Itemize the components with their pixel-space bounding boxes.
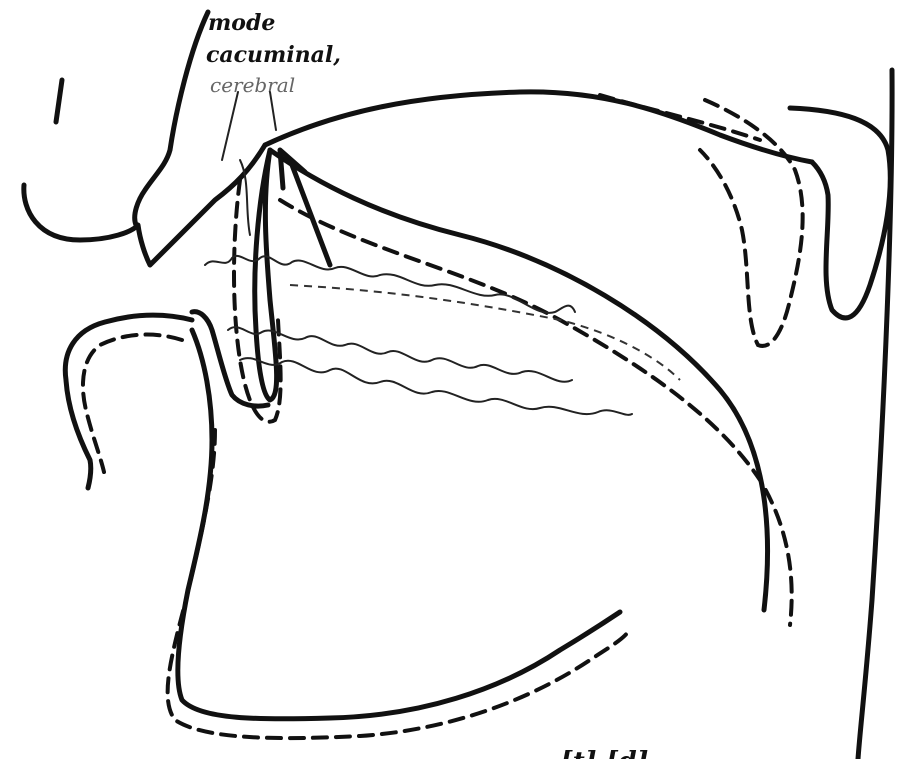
- label-cerebral: cerebral: [210, 73, 295, 97]
- arrow-shaft: [292, 165, 330, 265]
- caption-fragment: [ʈ] [ɖ]: [560, 747, 648, 759]
- label-cacuminal: cacuminal,: [206, 42, 341, 68]
- hatching-lower: [240, 358, 632, 415]
- label-mode: mode: [208, 10, 275, 36]
- pharynx-wall: [858, 70, 892, 759]
- velum-dashed: [700, 100, 803, 346]
- label-pointer-2: [270, 92, 276, 130]
- nose-outline: [135, 12, 208, 225]
- jaw-dashed: [168, 430, 628, 738]
- label-pointer-1: [222, 92, 238, 160]
- lower-lip-dashed: [83, 335, 182, 472]
- palate-solid: [265, 92, 812, 162]
- upper-lip: [24, 145, 265, 265]
- velum-solid: [790, 108, 890, 318]
- tongue-body: [270, 150, 768, 610]
- tongue-dashed-body: [280, 200, 792, 625]
- hatching-upper: [205, 256, 575, 313]
- nose-tick: [56, 80, 62, 122]
